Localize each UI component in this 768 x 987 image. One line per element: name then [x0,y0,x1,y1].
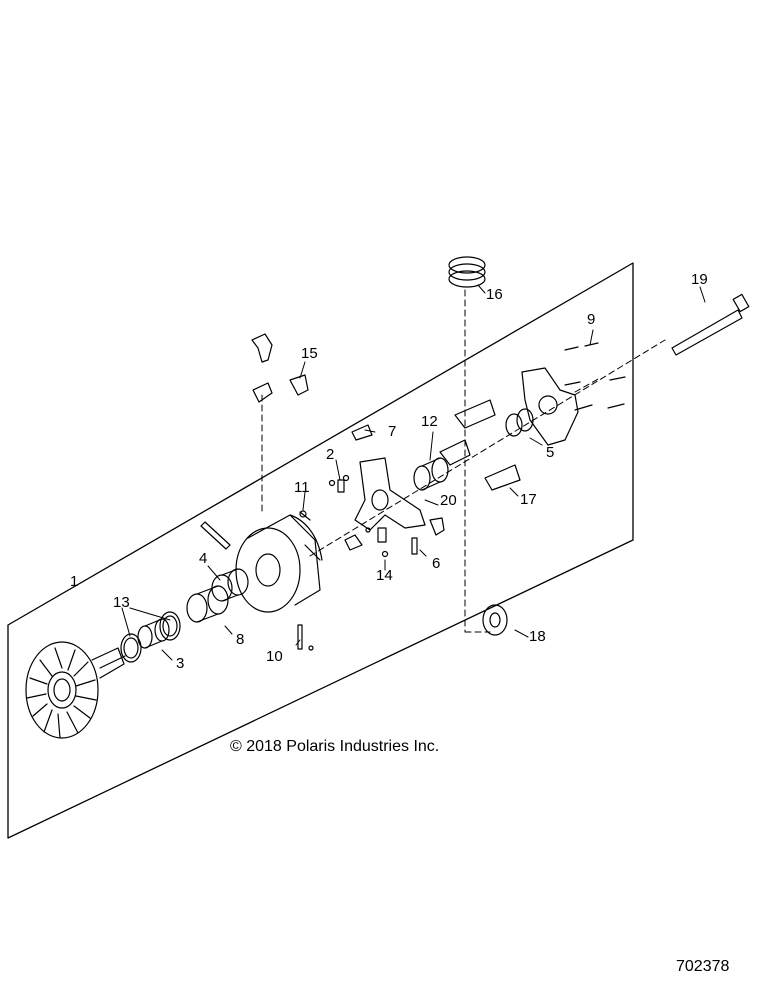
cover-plate [521,367,579,446]
callout-1: 1 [70,573,79,590]
callout-18: 18 [529,628,546,645]
weights [251,333,309,403]
drawing-number: 702378 [676,958,730,975]
callout-6: 6 [432,555,441,572]
clips [439,399,521,491]
callout-8: 8 [236,631,245,648]
copyright-notice: © 2018 Polaris Industries Inc. [230,738,440,755]
callout-15: 15 [301,345,318,362]
long-bolt [671,293,750,356]
spring [448,256,486,288]
bushing-5 [505,408,534,437]
callout-9: 9 [587,311,596,328]
assembly-boundary [7,262,634,839]
bolts [564,342,626,411]
spacer [413,457,449,491]
callout-3: 3 [176,655,185,672]
callout-19: 19 [691,271,708,288]
alignment-lines [261,289,666,633]
buttons [344,527,389,558]
callout-16: 16 [486,286,503,303]
pin-10 [297,624,314,651]
small-parts [328,424,373,493]
moveable-sheave [235,511,323,613]
callout-7: 7 [388,423,397,440]
callout-20: 20 [440,492,457,509]
bushing-8 [186,585,229,623]
callout-14: 14 [376,567,393,584]
pin-6 [411,517,445,555]
washer-18 [482,604,508,636]
callout-13: 13 [113,594,130,611]
callout-11: 11 [294,479,310,496]
leader-lines [121,284,706,661]
washers [120,611,181,663]
bushing-4 [211,568,249,602]
fixed-sheave [25,641,126,739]
callout-5: 5 [546,444,555,461]
callout-2: 2 [326,446,335,463]
callout-17: 17 [520,491,537,508]
callout-12: 12 [421,413,438,430]
spider [354,457,426,531]
callout-10: 10 [266,648,283,665]
bushing [137,618,170,649]
pin [200,521,231,550]
screw-11 [299,510,307,518]
callout-4: 4 [199,550,208,567]
